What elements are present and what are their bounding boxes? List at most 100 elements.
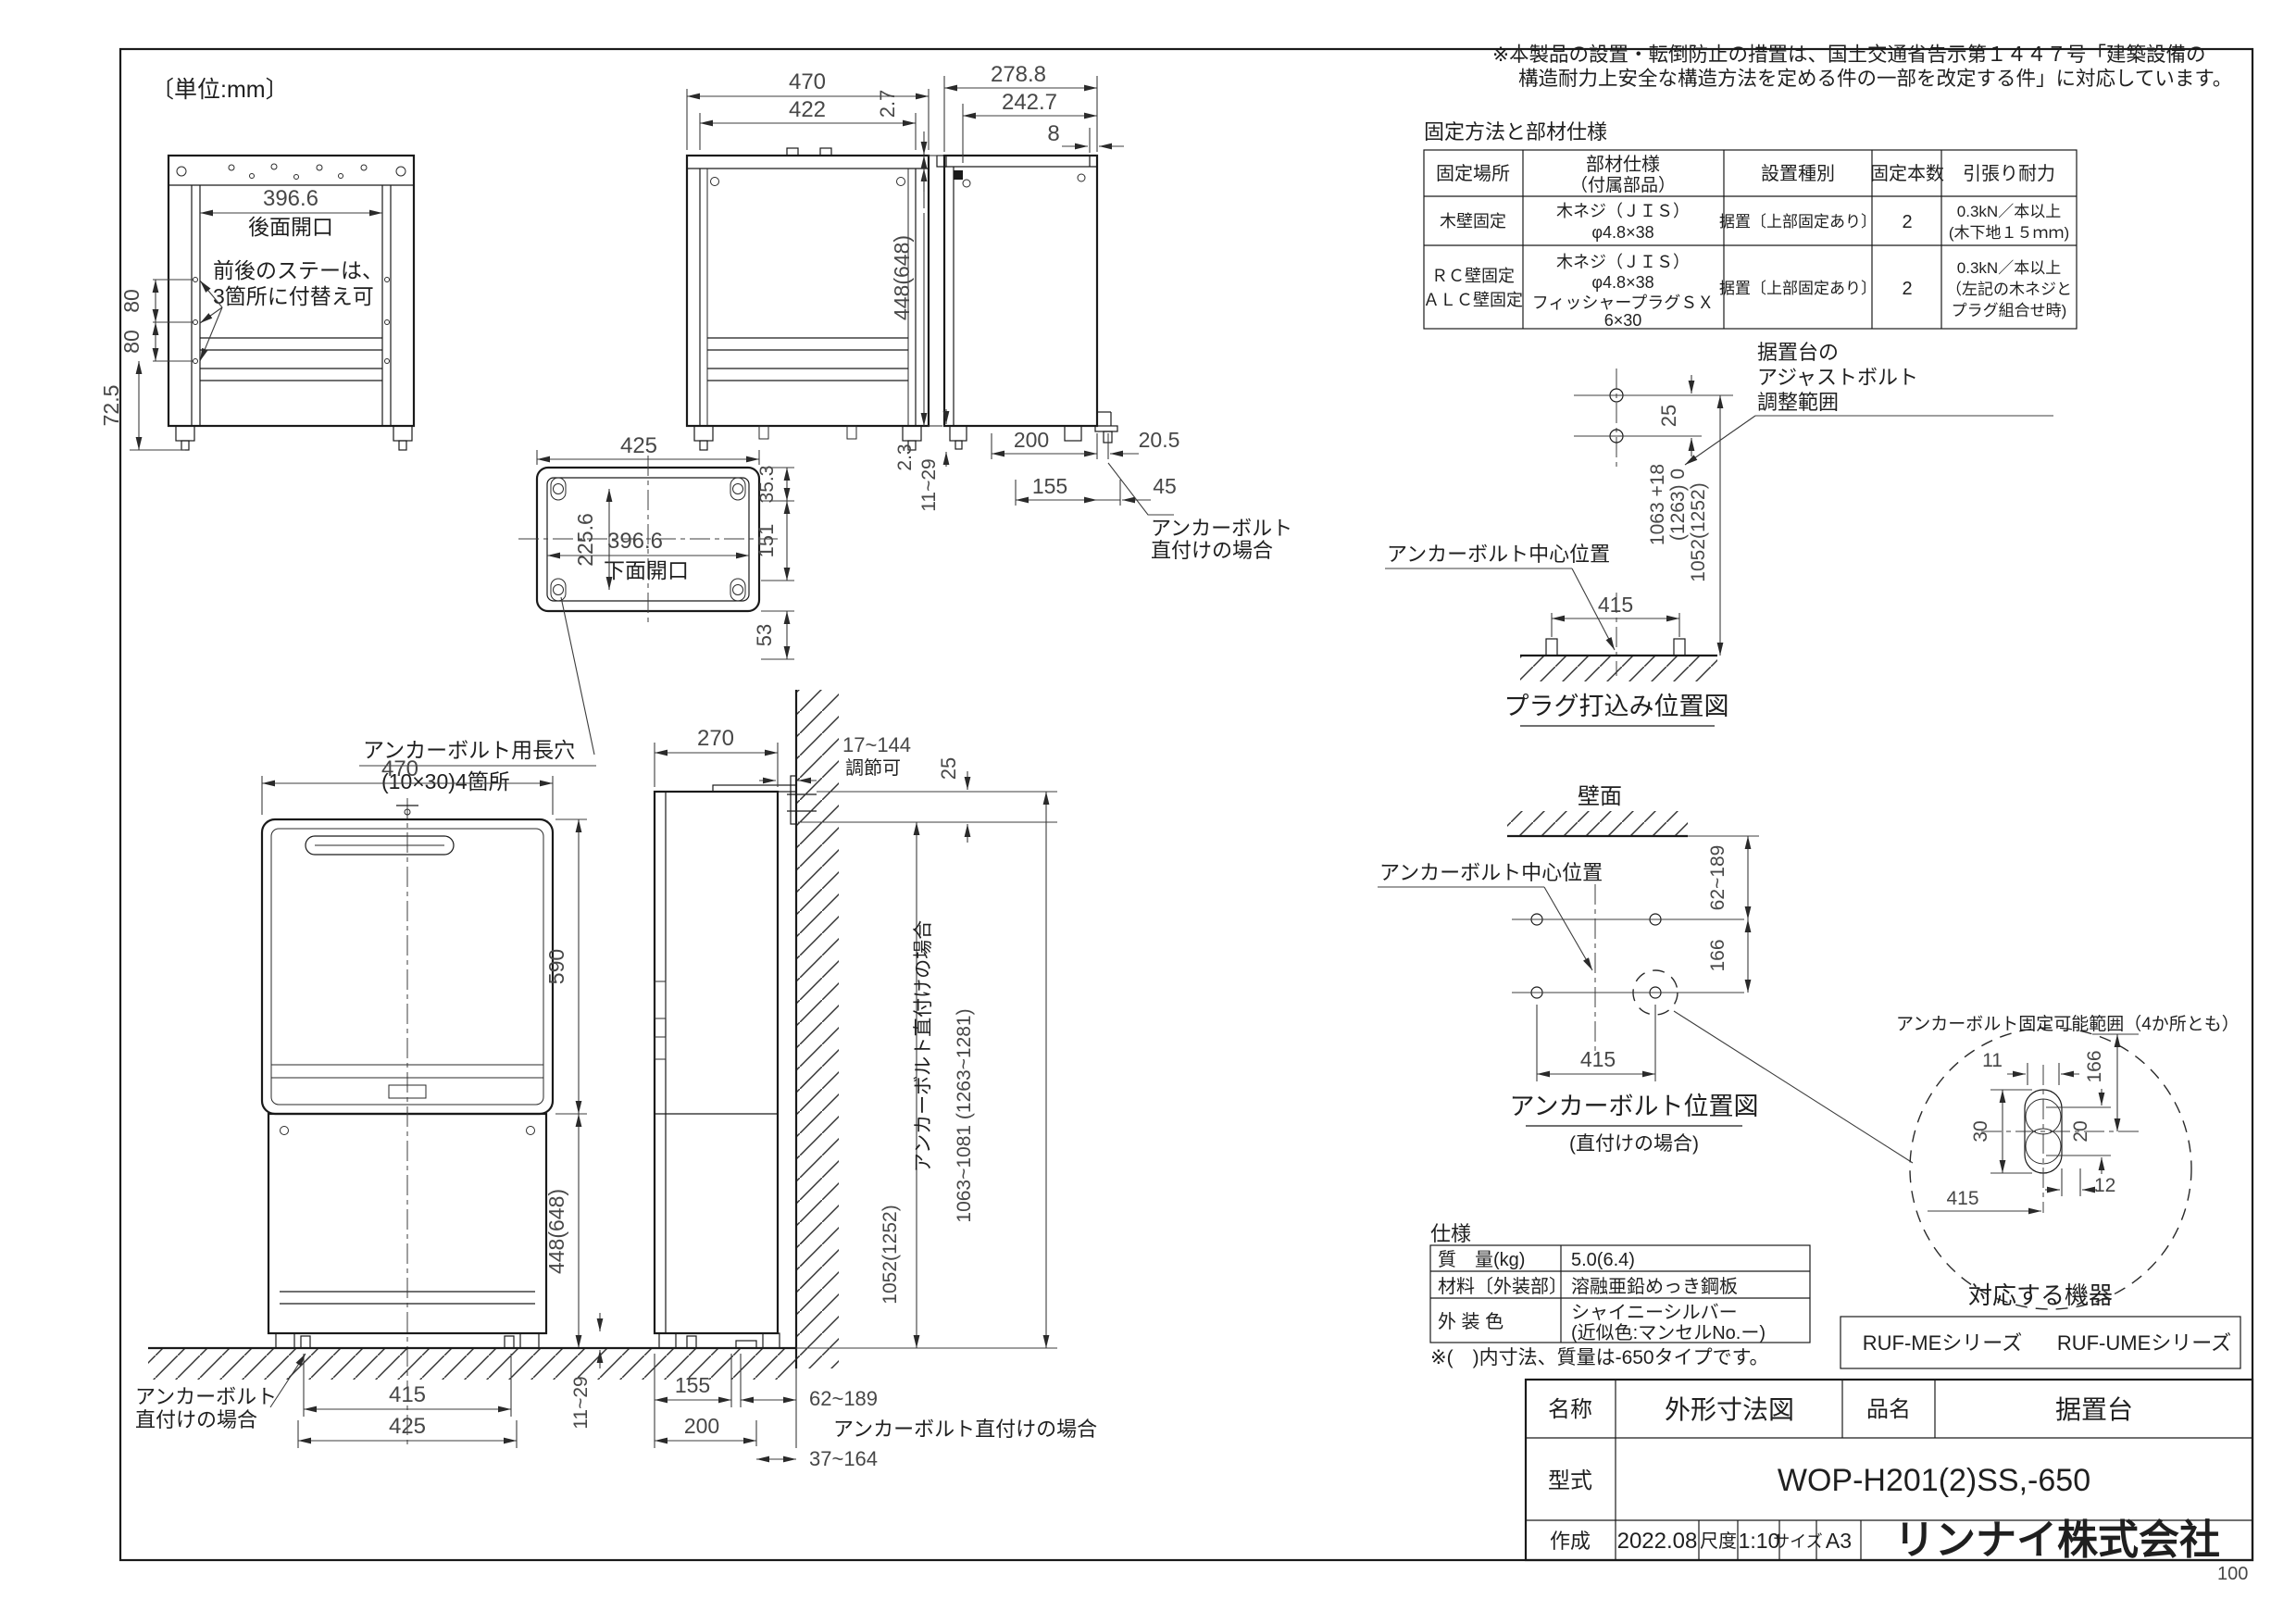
bottom-dim-225-6: 225.6: [573, 513, 597, 567]
fixing-r1-qty: 2: [1902, 212, 1912, 232]
bottom-dim-35-3: 35.3: [756, 466, 778, 504]
main-side-dim-155: 155: [675, 1373, 710, 1397]
spec-material-label: 材料〔外装部〕: [1438, 1276, 1567, 1297]
plug-position-figure: 25 据置台の アジャストボルト 調整範囲 1063 +18 (1263) 0 …: [1385, 341, 2053, 727]
detail-dim-166: 166: [2084, 1050, 2105, 1082]
main-front-dim-425: 425: [389, 1414, 426, 1439]
fixing-r1-location: 木壁固定: [1440, 212, 1506, 231]
plug-figure-title: プラグ打込み位置図: [1504, 693, 1729, 720]
sheet-border: [119, 47, 2254, 1562]
main-side-dim-62-189: 62~189: [809, 1387, 878, 1410]
title-scale-label: 尺度: [1700, 1530, 1737, 1552]
side-top-dim-20-5: 20.5: [1139, 428, 1180, 452]
rear-dim-72-5: 72.5: [99, 385, 123, 427]
detail-dim-11: 11: [1982, 1050, 2003, 1071]
plug-ground-hatch: [1520, 656, 1717, 681]
title-item-label: 品名: [1866, 1397, 1911, 1422]
bottom-dim-396: 396.6: [607, 529, 663, 554]
fixing-r2-qty: 2: [1902, 279, 1912, 299]
plug-dim-415: 415: [1598, 593, 1633, 617]
rear-stay-note-1: 前後のステーは、: [213, 258, 383, 282]
fixing-header-strength: 引張り耐力: [1963, 163, 2055, 184]
rear-dim-80a: 80: [119, 289, 144, 313]
main-side-adj-label: 調節可: [845, 757, 901, 779]
title-name-label: 名称: [1548, 1397, 1592, 1422]
main-front-anchor-leader-1: アンカーボルト: [135, 1385, 277, 1408]
side-top-anchor-leader-2: 直付けの場合: [1151, 539, 1273, 562]
main-side-dim-25: 25: [937, 757, 960, 780]
main-front-dim-415: 415: [389, 1382, 426, 1407]
spec-note: ※( )内寸法、質量は-650タイプです。: [1430, 1347, 1769, 1368]
main-side-dim-200: 200: [684, 1414, 719, 1438]
detail-dim-415: 415: [1946, 1188, 1978, 1209]
anchor-center-label: アンカーボルト中心位置: [1379, 861, 1603, 884]
main-front-dim-448: 448(648): [544, 1189, 568, 1274]
main-front-view: 470 590 448(648) 415 425 アンカーボルト 直付けの場合: [135, 756, 587, 1449]
bottom-slot-label-1: アンカーボルト用長穴: [363, 738, 575, 762]
main-side-dim-37-164: 37~164: [809, 1447, 878, 1470]
title-size-value: A3: [1826, 1529, 1852, 1553]
main-front-dim-590: 590: [544, 949, 568, 984]
rear-view: 396.6 後面開口 前後のステーは、 3箇所に付替え可 80 80 72.5: [99, 154, 416, 451]
fixing-header-qty: 固定本数: [1870, 163, 1944, 184]
fixing-r2-strength-2: （左記の木ネジと: [1946, 281, 2072, 298]
side-top-dim-448: 448(648): [890, 235, 914, 320]
anchor-wall-label: 壁面: [1578, 784, 1622, 809]
bottom-dim-425: 425: [620, 433, 657, 458]
plug-adjust-label-1: 据置台の: [1757, 341, 1839, 364]
plug-dim-1052: 1052(1252): [1688, 482, 1709, 581]
title-date-value: 2022.08: [1617, 1529, 1698, 1554]
main-front-dim-470: 470: [381, 756, 418, 781]
side-top-dim-2-7: 2.7: [876, 90, 899, 119]
front-top-dim-470: 470: [789, 69, 826, 94]
plug-dim-1063: 1063 +18: [1647, 464, 1668, 545]
anchor-dim-415: 415: [1580, 1047, 1616, 1071]
fixing-r2-location-1: ＲＣ壁固定: [1431, 267, 1515, 285]
anchor-wall-hatch: [1507, 811, 1688, 836]
fixing-r2-spec-2: φ4.8×38: [1591, 273, 1653, 292]
note-line-2: 構造耐力上安全な構造方法を定める件の一部を改定する件」に対応しています。: [1518, 68, 2232, 90]
main-side-dim-1063: 1063~1081 (1263~1281): [954, 1008, 975, 1222]
note-line-1: ※本製品の設置・転倒防止の措置は、国土交通省告示第１４４７号「建築設備の: [1492, 44, 2206, 66]
title-model-value: WOP-H201(2)SS,-650: [1778, 1463, 2090, 1498]
main-side-dim-270: 270: [697, 726, 734, 751]
spec-weight-label: 質 量(kg): [1438, 1249, 1525, 1270]
bottom-dim-151: 151: [755, 524, 778, 558]
fixing-r2-location-2: ＡＬＣ壁固定: [1423, 291, 1523, 309]
compatible-series-1: RUF-MEシリーズ: [1863, 1331, 2022, 1355]
spec-table-title: 仕様: [1430, 1222, 1471, 1245]
spec-color-label: 外 装 色: [1438, 1311, 1504, 1332]
compatible-title: 対応する機器: [1968, 1281, 2113, 1309]
anchor-dim-62-189: 62~189: [1707, 845, 1728, 911]
unit-note: 〔単位:mm〕: [151, 77, 289, 103]
fixing-r1-strength-1: 0.3kN／本以上: [1957, 203, 2061, 220]
bottom-dim-53: 53: [753, 624, 776, 646]
spec-color-value-2: (近似色:マンセルNo.ー): [1571, 1322, 1766, 1343]
side-top-dim-2-3: 2.3: [894, 443, 916, 470]
fixing-r2-type: 据置〔上部固定あり〕: [1719, 280, 1877, 297]
anchor-position-figure: 壁面 アンカーボルト中心位置 62~189 166 415 アンカーボルト位置図…: [1378, 784, 2240, 1310]
fixing-r2-strength-3: プラグ組合せ時): [1952, 302, 2067, 319]
bottom-opening-label: 下面開口: [604, 558, 689, 582]
anchor-range-label: アンカーボルト固定可能範囲（4か所とも）: [1896, 1014, 2240, 1034]
main-side-dim-11-29: 11~29: [570, 1376, 592, 1429]
side-top-anchor-leader-1: アンカーボルト: [1151, 517, 1292, 540]
regulation-note: ※本製品の設置・転倒防止の措置は、国土交通省告示第１４４７号「建築設備の 構造耐…: [1492, 44, 2232, 90]
rear-opening-label: 後面開口: [248, 215, 333, 239]
rear-dim-396: 396.6: [263, 186, 318, 211]
spec-table: 仕様 質 量(kg) 5.0(6.4) 材料〔外装部〕 溶融亜鉛めっき鋼板 外 …: [1429, 1222, 1811, 1368]
detail-dim-30: 30: [1970, 1120, 1991, 1142]
plug-adjust-label-2: アジャストボルト: [1757, 366, 1918, 389]
fixing-r1-spec-2: φ4.8×38: [1591, 223, 1653, 242]
main-front-anchor-leader-2: 直付けの場合: [135, 1408, 257, 1431]
fixing-r2-spec-3: フィッシャープラグＳＸ: [1532, 294, 1715, 312]
anchor-figure-subtitle: (直付けの場合): [1569, 1133, 1699, 1155]
anchor-dim-166: 166: [1707, 939, 1728, 971]
rear-dim-80b: 80: [119, 330, 144, 354]
plug-adjust-label-3: 調整範囲: [1757, 391, 1839, 414]
anchor-figure-title: アンカーボルト位置図: [1510, 1093, 1759, 1120]
ground-hatch: [148, 1348, 796, 1380]
main-side-view: 270 17~144 調節可 25 1052(1252) アンカーボルト直付けの…: [148, 690, 1097, 1470]
